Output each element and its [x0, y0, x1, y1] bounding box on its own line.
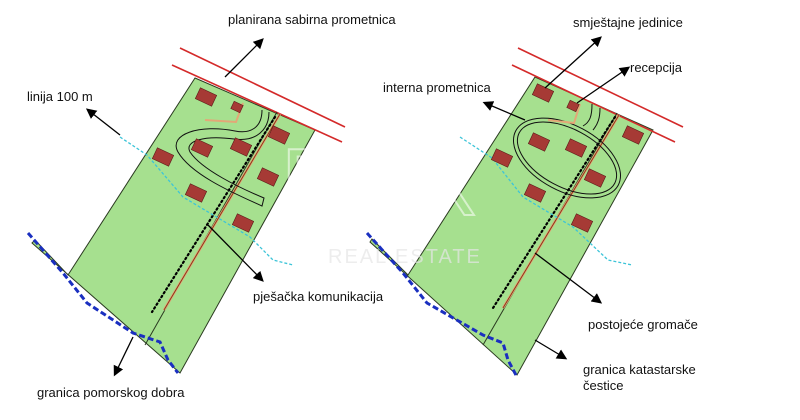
arrow: [544, 36, 602, 89]
gromace-line: [502, 114, 620, 309]
label-recepcija: recepcija: [630, 60, 683, 75]
label-pomorsko: granica pomorskog dobra: [37, 385, 185, 400]
gromace-line: [163, 113, 281, 311]
buildings: [490, 83, 645, 233]
arrow: [85, 108, 121, 136]
footpath-dotted: [491, 115, 617, 310]
footpath-dotted: [150, 115, 277, 314]
road-line: [171, 64, 343, 143]
buildings: [151, 87, 291, 233]
callout-arrows: [85, 36, 631, 377]
building: [583, 168, 607, 188]
building: [523, 183, 547, 203]
plan-left: [26, 47, 346, 374]
building: [229, 137, 253, 157]
building-reception: [566, 99, 580, 113]
watermark-sub: REAL ESTATE: [328, 246, 482, 268]
building-reception: [230, 100, 244, 114]
building: [194, 87, 218, 107]
line-100m: [119, 136, 294, 266]
building: [256, 167, 280, 187]
building: [527, 132, 551, 152]
arrow: [224, 38, 264, 78]
internal-road-loop: [512, 103, 622, 199]
label-katastar-1: granica katastarske: [583, 362, 696, 377]
road-line: [511, 64, 676, 143]
arrow: [113, 336, 134, 377]
label-katastar-2: čestice: [583, 378, 623, 393]
line-100m: [459, 136, 633, 266]
building: [564, 138, 588, 158]
label-linija: linija 100 m: [27, 89, 93, 104]
arrow: [576, 66, 631, 104]
watermark-brand: DUX: [280, 132, 477, 237]
road-line: [179, 47, 346, 128]
building: [184, 183, 208, 203]
internal-road-loop: [175, 109, 270, 207]
arrow: [534, 339, 568, 360]
coast-boundary: [365, 231, 519, 378]
building: [490, 148, 514, 168]
label-pjesacka: pješačka komunikacija: [253, 289, 384, 304]
coast-boundary: [26, 232, 180, 374]
label-interna: interna prometnica: [383, 80, 491, 95]
arrow: [482, 101, 526, 121]
label-planirana: planirana sabirna prometnica: [228, 12, 396, 27]
arrow: [207, 224, 264, 282]
path-to-road: [547, 103, 581, 125]
building: [621, 125, 645, 145]
watermark: DUX REAL ESTATE: [279, 131, 482, 268]
label-smjestajne: smještajne jedinice: [573, 15, 683, 30]
building: [151, 147, 175, 167]
building: [190, 138, 214, 158]
building: [570, 213, 594, 233]
plan-right: [365, 47, 684, 378]
arrow: [534, 252, 603, 304]
building: [267, 125, 291, 145]
building: [231, 213, 255, 233]
label-gromace: postojeće gromače: [588, 317, 698, 332]
